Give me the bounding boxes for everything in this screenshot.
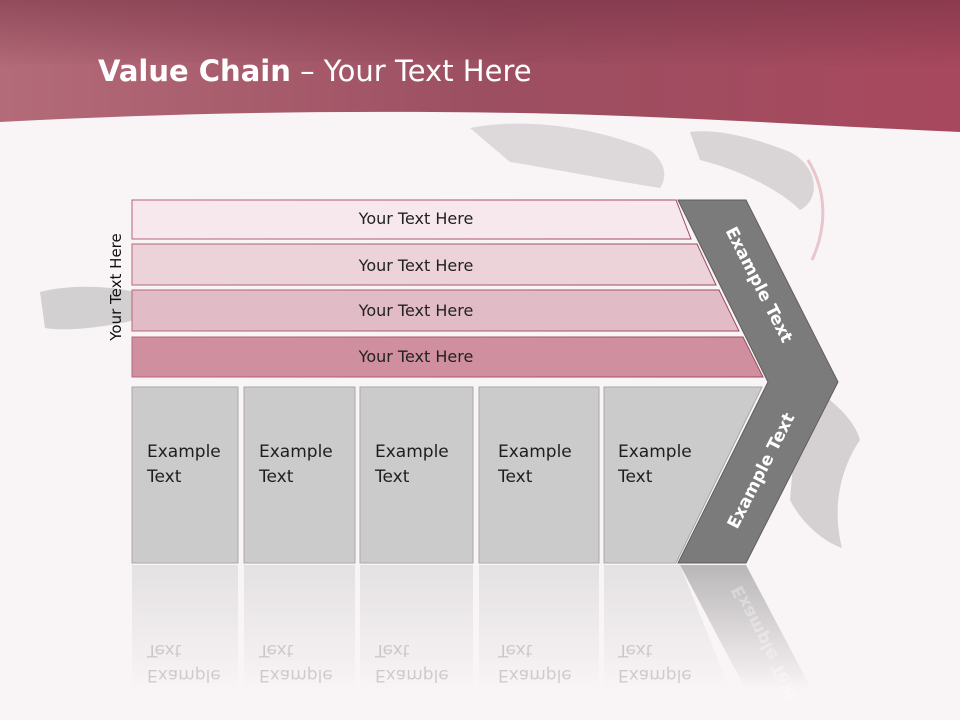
row-4-shape xyxy=(131,336,764,378)
row-2-label: Your Text Here xyxy=(358,256,474,275)
header-band-shade xyxy=(0,0,960,70)
card-1-refl-line1: Example xyxy=(147,665,221,685)
card-2-label: Example Text xyxy=(259,440,333,490)
card-2-refl-line1: Example xyxy=(259,665,333,685)
row-4-label: Your Text Here xyxy=(358,347,474,366)
card-4-refl-line2: Text xyxy=(498,640,533,660)
row-2-shape xyxy=(131,243,717,286)
card-4-reflection: Example Text xyxy=(498,637,572,687)
title-bold: Value Chain xyxy=(98,54,291,88)
card-4-shape xyxy=(478,386,600,564)
card-5-line1: Example xyxy=(618,442,692,462)
card-2-shape xyxy=(243,386,356,564)
card-2-refl-line2: Text xyxy=(259,640,294,660)
slide-title: Value Chain – Your Text Here xyxy=(98,54,532,88)
card-3-label: Example Text xyxy=(375,440,449,490)
card-4-label: Example Text xyxy=(498,440,572,490)
card-5-reflection: Example Text xyxy=(618,637,692,687)
card-3-reflection: Example Text xyxy=(375,637,449,687)
card-2-reflection: Example Text xyxy=(259,637,333,687)
card-reflections xyxy=(132,565,812,690)
card-4-line1: Example xyxy=(498,442,572,462)
card-3-line1: Example xyxy=(375,442,449,462)
chevron-shape xyxy=(677,199,839,564)
side-label: Your Text Here xyxy=(107,233,125,341)
card-1-reflection: Example Text xyxy=(147,637,221,687)
card-2-line2: Text xyxy=(259,467,294,487)
card-3-refl-line1: Example xyxy=(375,665,449,685)
row-1-label: Your Text Here xyxy=(358,209,474,228)
card-2-line1: Example xyxy=(259,442,333,462)
card-3-shape xyxy=(359,386,474,564)
card-4-line2: Text xyxy=(498,467,533,487)
card-5-line2: Text xyxy=(618,467,653,487)
card-5-refl-line1: Example xyxy=(618,665,692,685)
card-5-refl-line2: Text xyxy=(618,640,653,660)
card-1-line2: Text xyxy=(147,467,182,487)
card-1-refl-line2: Text xyxy=(147,640,182,660)
card-5-shape xyxy=(603,386,763,564)
card-3-line2: Text xyxy=(375,467,410,487)
card-1-shape xyxy=(131,386,239,564)
dancer-silhouette xyxy=(40,123,860,548)
title-rest: – Your Text Here xyxy=(290,54,532,88)
card-1-label: Example Text xyxy=(147,440,221,490)
card-1-line1: Example xyxy=(147,442,221,462)
card-3-refl-line2: Text xyxy=(375,640,410,660)
card-5-label: Example Text xyxy=(618,440,692,490)
row-1-shape xyxy=(131,199,692,240)
row-3-label: Your Text Here xyxy=(358,301,474,320)
card-4-refl-line1: Example xyxy=(498,665,572,685)
row-3-shape xyxy=(131,289,740,332)
